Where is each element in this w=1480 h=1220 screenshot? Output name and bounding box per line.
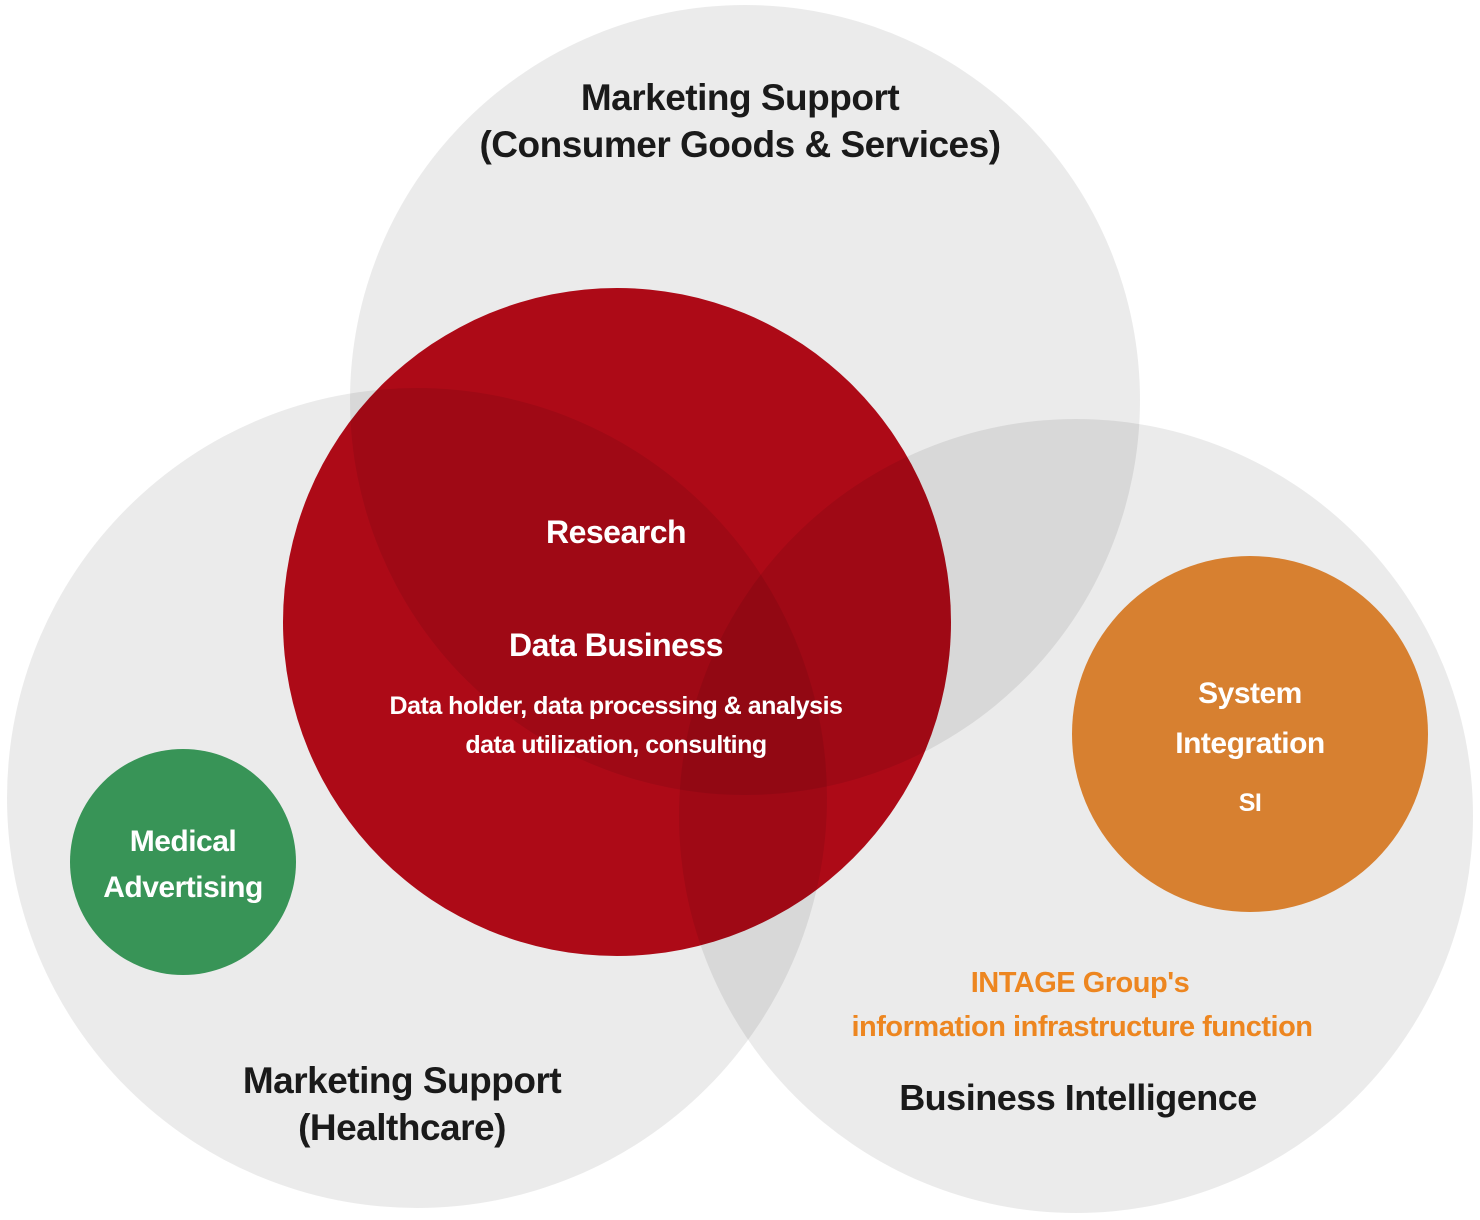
medical-advertising-label-line1: Medical [130, 825, 237, 858]
system-integration-label: System Integration SI [1175, 677, 1325, 817]
right-circle-labels: INTAGE Group's information infrastructur… [852, 967, 1314, 1118]
medical-advertising-circle [70, 749, 296, 975]
left-circle-label-line2: (Healthcare) [298, 1107, 506, 1148]
top-circle-label-line1: Marketing Support [581, 77, 900, 118]
system-integration-circle [1072, 556, 1428, 912]
marketing-healthcare-circle [7, 388, 827, 1208]
medical-advertising-label-line2: Advertising [103, 871, 263, 904]
data-business-labels: Research Data Business Data holder, data… [390, 514, 843, 759]
left-circle-label-line1: Marketing Support [243, 1060, 562, 1101]
system-integration-abbrev: SI [1239, 789, 1262, 817]
left-circle-label: Marketing Support (Healthcare) [243, 1060, 562, 1148]
medical-advertising-label: Medical Advertising [103, 825, 263, 904]
business-intelligence-label: Business Intelligence [899, 1077, 1257, 1118]
research-label: Research [546, 514, 686, 550]
top-circle-label-line2: (Consumer Goods & Services) [479, 124, 1000, 165]
data-business-desc-line2: data utilization, consulting [465, 731, 766, 759]
data-business-desc-line1: Data holder, data processing & analysis [390, 692, 843, 720]
data-business-label: Data Business [509, 627, 723, 663]
data-business-circle [283, 288, 951, 956]
intage-sublabel-line1: INTAGE Group's [971, 967, 1189, 999]
system-integration-label-line1: System [1198, 677, 1302, 710]
intage-sublabel-line2: information infrastructure function [852, 1011, 1313, 1043]
top-circle-label: Marketing Support (Consumer Goods & Serv… [479, 77, 1001, 165]
marketing-consumer-circle [350, 5, 1140, 795]
system-integration-label-line2: Integration [1175, 727, 1325, 760]
